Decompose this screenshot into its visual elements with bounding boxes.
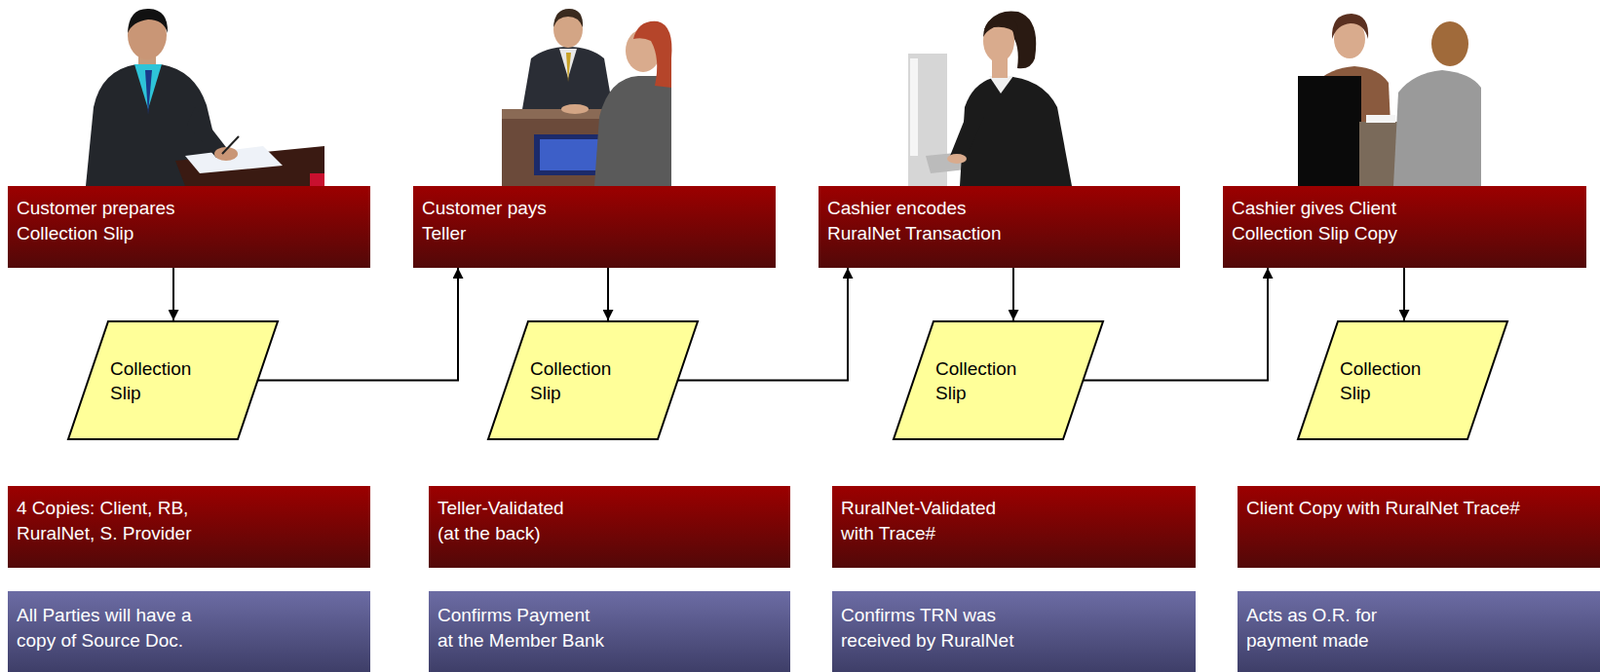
document-state: Teller-Validated (at the back): [428, 486, 791, 569]
node-text: Confirms Payment at the Member Bank: [437, 603, 608, 654]
parallelogram-outline: [892, 320, 1105, 441]
pen: [222, 136, 239, 154]
node-text: Collection Slip: [110, 356, 208, 406]
document-state: 4 Copies: Client, RB, RuralNet, S. Provi…: [7, 486, 371, 569]
step-header: Customer prepares Collection Slip: [7, 186, 371, 268]
photo-customer-writing: [85, 8, 325, 187]
node-text: Customer prepares Collection Slip: [16, 195, 212, 247]
cashier-hair: [1332, 13, 1369, 39]
step-header: Customer pays Teller: [413, 186, 776, 268]
connector: [607, 267, 610, 321]
hair-back: [984, 10, 1036, 69]
document-state: RuralNet-Validated with Trace#: [832, 486, 1196, 569]
monitor-edge: [910, 58, 918, 156]
client-hair: [633, 21, 672, 88]
photo-cashier-encoding: [908, 10, 1072, 187]
step-header: Cashier encodes RuralNet Transaction: [818, 186, 1181, 268]
paper: [185, 146, 283, 174]
teller-hair: [553, 8, 583, 28]
node-text: Collection Slip: [530, 356, 628, 406]
node-text: Customer pays Teller: [421, 195, 569, 247]
hair: [983, 15, 1019, 38]
document-symbol: Collection Slip: [487, 320, 699, 441]
document-symbol: Collection Slip: [1296, 320, 1509, 441]
node-text: Collection Slip: [1339, 356, 1438, 406]
collar: [989, 76, 1014, 94]
parallelogram-shape: [68, 321, 278, 440]
step-header: Cashier gives Client Collection Slip Cop…: [1222, 186, 1587, 268]
purpose-note: Confirms TRN was received by RuralNet: [832, 591, 1196, 672]
connector: [258, 267, 458, 381]
hair: [127, 8, 168, 34]
node-text: RuralNet-Validated with Trace#: [840, 495, 1022, 547]
purpose-note: Acts as O.R. for payment made: [1237, 591, 1600, 672]
hand: [947, 153, 967, 164]
node-text: Client Copy with RuralNet Trace#: [1246, 495, 1592, 522]
node-text: Cashier gives Client Collection Slip Cop…: [1231, 195, 1427, 247]
client-head: [1431, 21, 1469, 67]
node-text: Cashier encodes RuralNet Transaction: [827, 195, 1023, 247]
parallelogram-shape: [893, 321, 1104, 440]
node-text: 4 Copies: Client, RB, RuralNet, S. Provi…: [16, 495, 212, 547]
document-symbol: Collection Slip: [67, 320, 279, 441]
photo-cashier-giving-copy: [1297, 13, 1482, 187]
arm: [950, 107, 985, 161]
connector: [1403, 267, 1406, 321]
client-body: [594, 76, 672, 187]
parallelogram-shape: [488, 321, 698, 440]
tie: [145, 70, 153, 115]
black-panel: [1297, 76, 1362, 187]
node-text: Teller-Validated (at the back): [437, 495, 584, 547]
document-symbol: Collection Slip: [892, 320, 1105, 441]
connector: [678, 267, 848, 381]
purpose-note: All Parties will have a copy of Source D…: [7, 591, 371, 672]
photo-customer-paying: [501, 8, 672, 187]
parallelogram-outline: [487, 320, 699, 441]
teller-tie: [566, 52, 572, 82]
teller-hands: [561, 104, 589, 115]
desk: [175, 146, 325, 187]
node-text: All Parties will have a copy of Source D…: [16, 603, 202, 654]
document-state: Client Copy with RuralNet Trace#: [1237, 486, 1600, 569]
parallelogram-outline: [1296, 320, 1509, 441]
node-text: Acts as O.R. for payment made: [1246, 603, 1383, 654]
red-object: [309, 173, 325, 187]
parallelogram-outline: [67, 320, 279, 441]
teller-suit: [521, 46, 614, 115]
node-text: Confirms TRN was received by RuralNet: [840, 603, 1022, 654]
connector: [1083, 267, 1268, 381]
parallelogram-shape: [1297, 321, 1508, 440]
purpose-note: Confirms Payment at the Member Bank: [428, 591, 791, 672]
connector: [172, 267, 175, 321]
slip-paper: [1366, 114, 1396, 123]
node-text: Collection Slip: [935, 356, 1033, 406]
connector: [1012, 267, 1015, 321]
client-jacket: [1393, 70, 1482, 187]
